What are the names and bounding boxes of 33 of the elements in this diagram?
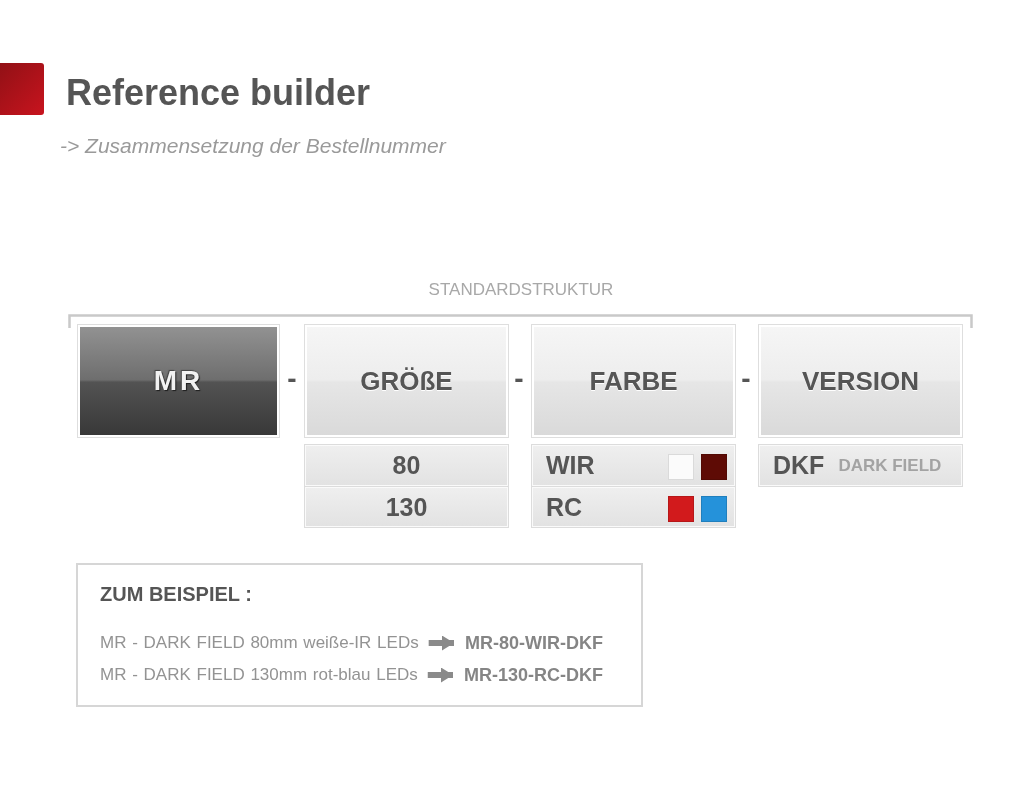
segment-box [758,324,963,438]
option-code: RC [546,492,583,522]
order-number: MR-130-RC-DKF [464,664,603,686]
option-description: DARK FIELD [838,455,942,476]
segment-box [531,324,736,438]
arrow [427,667,453,683]
segment-label: GRÖßE [360,365,453,397]
option-code: 80 [392,451,421,480]
option-code: 130 [385,492,428,522]
example-description: MR - DARK FIELD 80mm weiße-IR LEDs [100,632,419,654]
option-row [531,444,736,487]
option-row [758,444,963,487]
arrow [428,635,454,651]
segment-label: MR [153,365,204,397]
option-row [304,486,509,528]
example-heading: ZUM BEISPIEL : [100,582,252,606]
bracket-label: STANDARDSTRUKTUR [428,280,614,300]
subtitle: -> Zusammensetzung der Bestellnummer [60,133,446,159]
separator-hyphen: - [514,364,524,394]
segment-label: VERSION [802,365,919,397]
segment-label: FARBE [589,365,678,397]
option-row [304,444,509,487]
option-code: WIR [546,451,595,480]
option-code: DKF [773,451,825,480]
example-panel [76,563,643,707]
separator-hyphen: - [741,364,751,394]
example-description: MR - DARK FIELD 130mm rot-blau LEDs [100,664,418,686]
order-number: MR-80-WIR-DKF [465,632,603,654]
segment-box [304,324,509,438]
option-row [531,486,736,528]
separator-hyphen: - [287,364,297,394]
page-title: Reference builder [66,74,371,112]
segment-box [77,324,280,438]
